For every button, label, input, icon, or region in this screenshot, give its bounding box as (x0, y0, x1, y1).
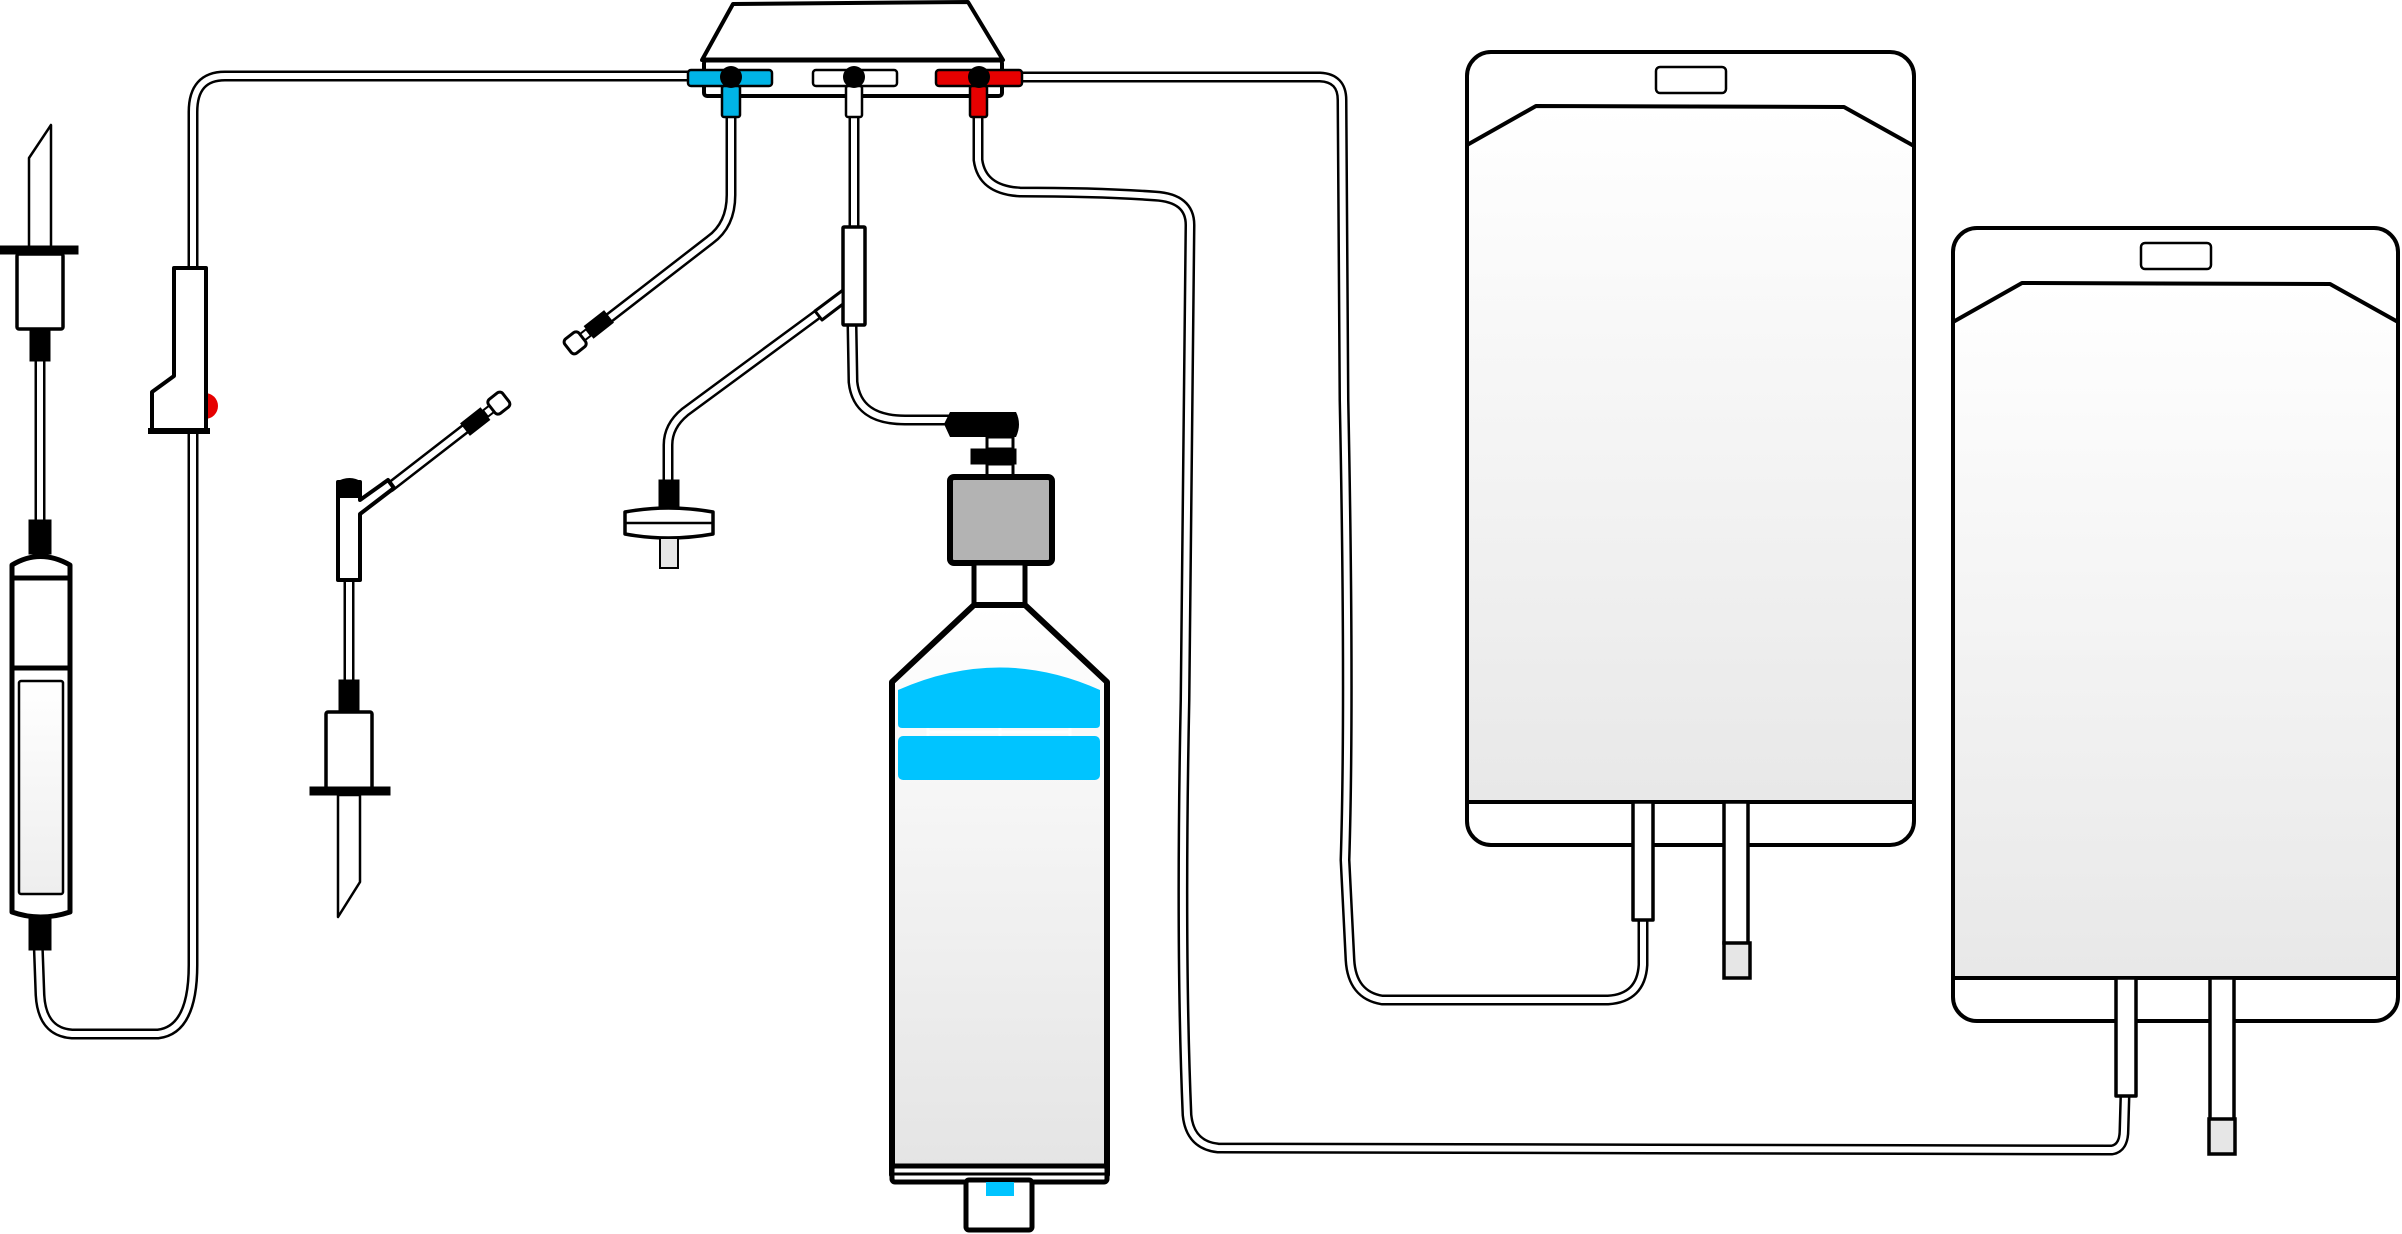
luer-lock-connector-1[interactable] (562, 309, 615, 356)
drip-chamber (9, 519, 73, 951)
bag-2-chamber (1951, 281, 2400, 980)
t-junction (813, 225, 867, 327)
spike-connector-left (0, 123, 79, 362)
bottle-base-port (963, 1177, 1035, 1233)
luer-lock-connector-2[interactable] (459, 390, 512, 437)
pressure-regulator[interactable] (944, 412, 1055, 566)
syringe-filter (623, 479, 715, 569)
tube-blue-port (598, 104, 737, 328)
stopcock-blue[interactable] (686, 66, 774, 119)
spike-tip-middle (336, 793, 362, 919)
fluid-bottle (889, 560, 1110, 1233)
bag-1-chamber (1465, 104, 1916, 804)
bottle-base-fluid (986, 1182, 1014, 1196)
manifold-stopcock (686, 0, 1024, 119)
fluid-band-1 (898, 667, 1100, 728)
bottle-neck (971, 560, 1028, 608)
bag-1-inlet-port (1631, 800, 1655, 922)
bag-1-drain-port (1722, 800, 1750, 946)
manifold-cap (700, 0, 1005, 62)
stopcock-knob-red[interactable] (968, 66, 990, 88)
fluid-band-2 (898, 736, 1100, 780)
drip-chamber-window (17, 679, 65, 896)
bag-2-inlet-port (2114, 976, 2138, 1098)
bag-2-hanger (2139, 241, 2213, 271)
spike-tip-left (27, 123, 53, 252)
spike-connector-middle (309, 679, 391, 919)
tube-filter (662, 308, 824, 491)
collection-bag-1 (1465, 50, 1916, 980)
regulator-body (947, 474, 1055, 566)
clamp-body (150, 266, 208, 432)
roller-clamp[interactable] (148, 266, 218, 434)
tubing (32, 70, 2131, 1156)
stopcock-knob-blue[interactable] (720, 66, 742, 88)
tube-left-loop-inner (35, 73, 693, 1037)
collection-bag-2 (1951, 226, 2400, 1156)
stopcock-red[interactable] (934, 66, 1024, 119)
tube-left-loop (32, 70, 696, 1040)
stopcock-white[interactable] (811, 66, 899, 119)
bag-2-drain-port (2208, 976, 2236, 1122)
y-injection-site (336, 478, 396, 582)
stopcock-knob-white[interactable] (843, 66, 865, 88)
bag-1-hanger (1654, 65, 1728, 95)
